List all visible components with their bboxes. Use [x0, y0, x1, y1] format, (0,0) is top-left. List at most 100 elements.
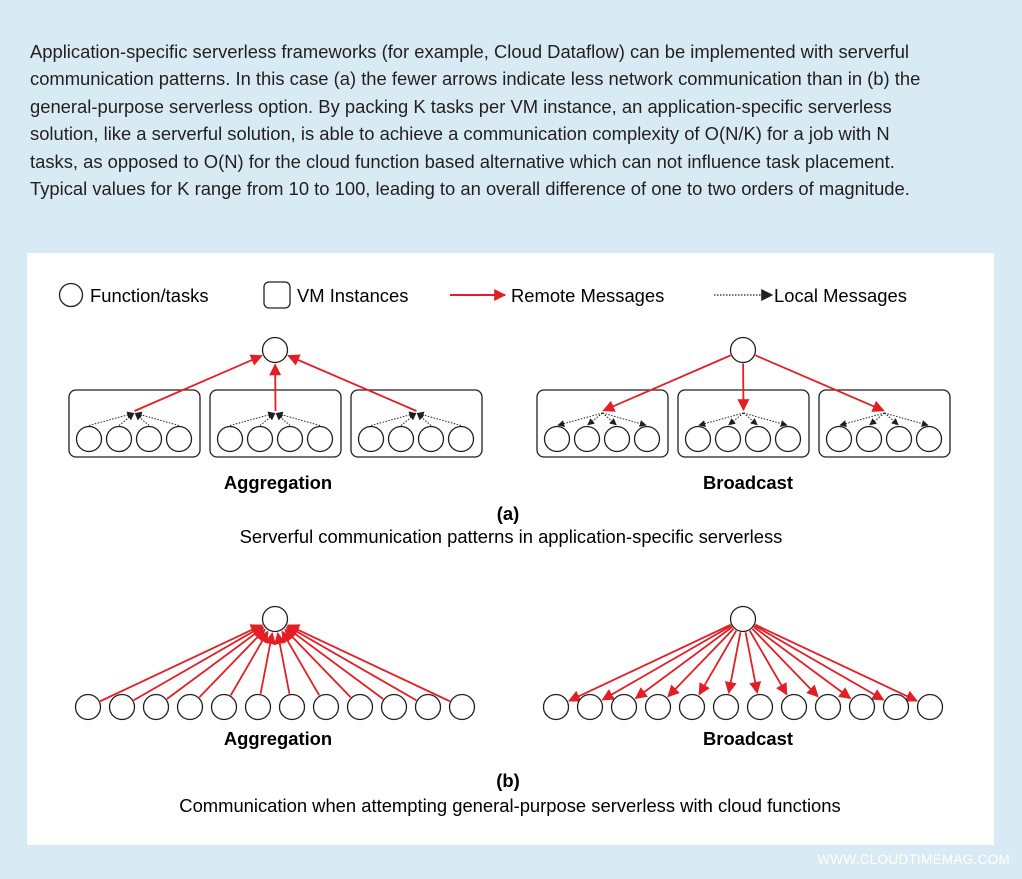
- remote-message-arrow: [698, 630, 738, 696]
- broadcaster-node: [729, 336, 757, 364]
- task-node: [105, 425, 133, 453]
- caption-sentence-4: Typical values for K range from 10 to 10…: [30, 178, 910, 200]
- local-message-arrow: [587, 412, 603, 426]
- task-node: [916, 693, 944, 721]
- legend-function-label: Function/tasks: [90, 285, 209, 306]
- remote-message-arrow: [287, 624, 451, 703]
- caption: Application-specific serverless framewor…: [30, 38, 930, 202]
- task-node: [244, 693, 272, 721]
- part-a: [68, 336, 951, 458]
- task-node: [312, 693, 340, 721]
- task-node: [448, 693, 476, 721]
- task-node: [142, 693, 170, 721]
- task-node: [447, 425, 475, 453]
- remote-message-arrow: [601, 624, 732, 701]
- task-node: [678, 693, 706, 721]
- task-node: [825, 425, 853, 453]
- remote-message-arrow: [634, 626, 733, 700]
- remote-message-arrow: [281, 630, 321, 696]
- task-node: [542, 693, 570, 721]
- task-node: [306, 425, 334, 453]
- caption-sentence-2: In this case (a) the fewer arrows indica…: [30, 68, 921, 117]
- task-node: [610, 693, 638, 721]
- task-node: [543, 425, 571, 453]
- task-node: [74, 693, 102, 721]
- task-node: [246, 425, 274, 453]
- task-node: [216, 425, 244, 453]
- task-node: [210, 693, 238, 721]
- task-node: [644, 693, 672, 721]
- part-a-title: Serverful communication patterns in appl…: [240, 526, 783, 547]
- task-node: [603, 425, 631, 453]
- b-broadcast-label: Broadcast: [703, 728, 793, 749]
- task-node: [387, 425, 415, 453]
- local-message-arrow: [728, 412, 744, 426]
- remote-message-arrow: [286, 625, 417, 702]
- task-node: [855, 425, 883, 453]
- local-message-arrow: [259, 413, 276, 426]
- task-node: [346, 693, 374, 721]
- task-node: [915, 425, 943, 453]
- remote-message-arrow: [134, 354, 263, 412]
- remote-message-arrow: [754, 623, 918, 702]
- part-b-title: Communication when attempting general-pu…: [179, 795, 840, 816]
- task-node: [414, 693, 442, 721]
- task-node: [108, 693, 136, 721]
- task-node: [633, 425, 661, 453]
- remote-message-arrow: [667, 628, 735, 698]
- a-aggregation-label: Aggregation: [224, 472, 332, 493]
- broadcaster-node: [729, 605, 757, 633]
- task-node: [774, 425, 802, 453]
- part-b-tag: (b): [496, 770, 519, 791]
- remote-message-arrow: [602, 354, 731, 412]
- local-message-arrow: [884, 412, 899, 426]
- part-b: [74, 605, 944, 721]
- a-broadcast-pattern: [536, 336, 951, 458]
- b-aggregation-label: Aggregation: [224, 728, 332, 749]
- remote-message-arrow: [166, 626, 265, 700]
- task-node: [357, 425, 385, 453]
- remote-message-arrow: [285, 626, 384, 700]
- task-node: [278, 693, 306, 721]
- remote-message-arrow: [284, 628, 352, 698]
- task-node: [684, 425, 712, 453]
- task-node: [380, 693, 408, 721]
- a-aggregation-pattern: [68, 336, 483, 458]
- task-node: [276, 425, 304, 453]
- remote-message-arrow: [724, 632, 742, 694]
- local-message-arrow: [118, 413, 135, 426]
- caption-text: Application-specific serverless framewor…: [30, 38, 930, 202]
- remote-message-arrow: [229, 630, 269, 696]
- task-node: [885, 425, 913, 453]
- task-node: [848, 693, 876, 721]
- legend-vm-icon: [263, 281, 291, 309]
- task-node: [744, 425, 772, 453]
- remote-message-arrow: [751, 628, 819, 698]
- remote-message-arrow: [99, 624, 263, 703]
- b-aggregation-pattern: [74, 605, 476, 721]
- remote-message-arrow: [273, 632, 291, 694]
- remote-message-arrow: [259, 632, 277, 694]
- task-node: [573, 425, 601, 453]
- task-node: [712, 693, 740, 721]
- task-node: [176, 693, 204, 721]
- legend-local-label: Local Messages: [774, 285, 907, 306]
- remote-message-arrow: [748, 630, 788, 696]
- task-node: [576, 693, 604, 721]
- remote-message-arrow: [287, 354, 417, 412]
- a-broadcast-label: Broadcast: [703, 472, 793, 493]
- local-message-arrow: [400, 413, 417, 426]
- local-message-arrow: [869, 412, 885, 426]
- remote-message-arrow: [755, 354, 885, 412]
- remote-message-arrow: [568, 623, 732, 702]
- remote-message-arrow: [754, 624, 885, 701]
- communication-diagram: Function/tasks VM Instances Remote Messa…: [58, 281, 951, 816]
- remote-message-arrow: [133, 625, 264, 702]
- remote-message-arrow: [753, 626, 852, 700]
- task-node: [814, 693, 842, 721]
- task-node: [882, 693, 910, 721]
- task-node: [75, 425, 103, 453]
- legend: Function/tasks VM Instances Remote Messa…: [58, 281, 907, 309]
- legend-function-icon: [58, 282, 84, 308]
- figure-panel: Function/tasks VM Instances Remote Messa…: [27, 253, 994, 845]
